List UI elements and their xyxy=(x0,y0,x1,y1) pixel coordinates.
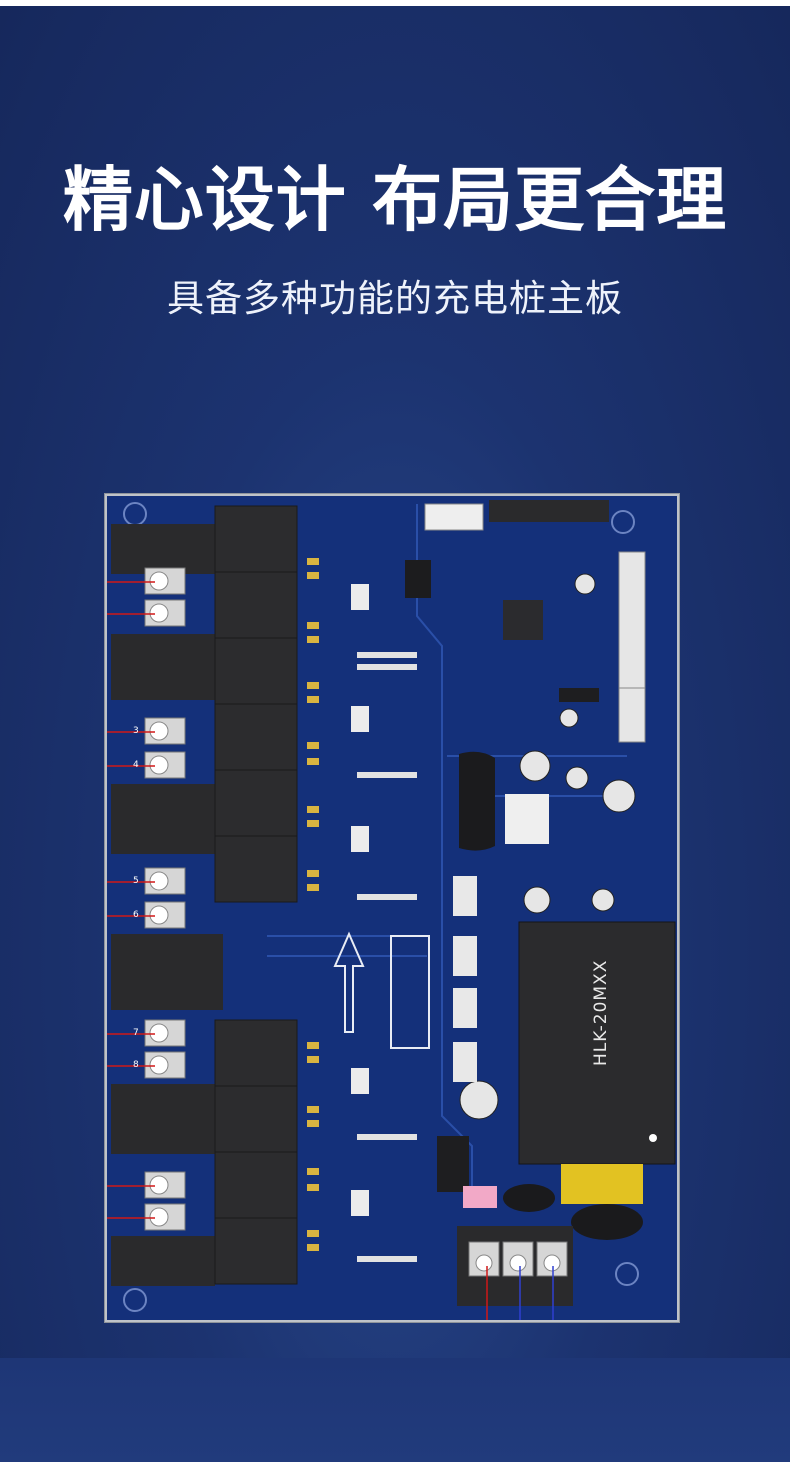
pin-label: 8 xyxy=(133,1060,139,1070)
pin-label: 5 xyxy=(133,876,139,886)
next-section xyxy=(0,1358,790,1462)
next-section-title: ... xyxy=(0,1438,790,1462)
pcb-image: HLK-20MXX 3 4 5 6 7 8 xyxy=(105,494,679,1322)
page-title: 精心设计 布局更合理 xyxy=(62,159,728,241)
pin-label: 7 xyxy=(133,1028,139,1038)
module-label: HLK-20MXX xyxy=(591,959,611,1066)
page-subtitle: 具备多种功能的充电桩主板 xyxy=(167,277,623,320)
pcb-graphic xyxy=(107,500,676,1320)
pin-label: 3 xyxy=(133,726,139,736)
pin-label: 6 xyxy=(133,910,139,920)
pcb-board: HLK-20MXX 3 4 5 6 7 8 xyxy=(107,496,677,1320)
pin-label: 4 xyxy=(133,760,139,770)
